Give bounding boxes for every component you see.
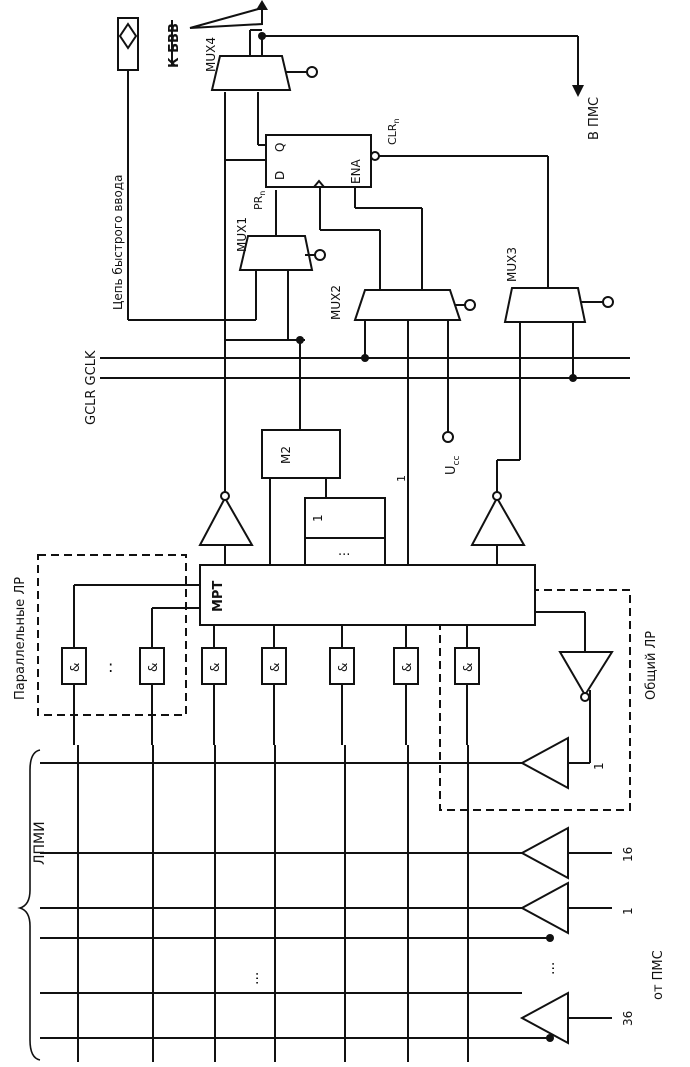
- mux4-label: MUX4: [204, 37, 218, 72]
- one-block-label: 1: [311, 514, 325, 522]
- ellipsis-label: ...: [338, 544, 350, 559]
- middle-logic: M2 1 ... 1: [198, 160, 526, 566]
- and-symbol-3: &: [208, 663, 222, 672]
- and-symbol-2: &: [146, 663, 160, 672]
- lpmi-bus: [17, 745, 469, 1062]
- ellipsis-block: [304, 537, 386, 566]
- right-buffer: [470, 495, 526, 546]
- and-symbol-6: &: [400, 663, 414, 672]
- input-num-36: 36: [621, 1011, 635, 1026]
- common-lr-buffer: [558, 651, 614, 697]
- gclr-gclk-label: GCLR GCLK: [84, 350, 99, 425]
- buffer-common: [519, 736, 569, 790]
- flip-flop-body: [265, 134, 372, 188]
- parallel-lr-box: [37, 554, 187, 716]
- pin-d: D: [273, 171, 287, 180]
- buffer-36: [519, 991, 569, 1045]
- mux1-label: MUX1: [235, 217, 249, 252]
- input-buffers: [519, 690, 612, 1045]
- mid-one-label: 1: [395, 475, 408, 482]
- left-buffer: [198, 495, 254, 546]
- pr-label: PRn: [252, 191, 267, 210]
- and-symbol-1: &: [68, 663, 82, 672]
- mux2: MUX2 Ucc: [329, 285, 476, 475]
- parallel-lr-label: Параллельные ЛР: [13, 577, 28, 700]
- mux4: MUX4 В ПМС: [204, 29, 602, 160]
- global-lines: GCLR GCLK: [84, 320, 630, 425]
- and-gates: & & & & & & & :: [61, 584, 480, 745]
- pin-q: Q: [273, 143, 287, 152]
- and-dots: :: [108, 657, 113, 676]
- mux3-label: MUX3: [505, 247, 519, 282]
- bus-dots-left: ...: [246, 972, 262, 985]
- mux2-label: MUX2: [329, 285, 343, 320]
- buffer-16: [519, 826, 569, 880]
- and-symbol-5: &: [336, 663, 350, 672]
- and-symbol-7: &: [461, 663, 475, 672]
- mpt-block: [199, 564, 536, 626]
- common-lr-label: Общий ЛР: [644, 631, 659, 700]
- one-block: [304, 497, 386, 539]
- clr-label: CLRn: [386, 118, 401, 145]
- lpmi-label: ЛПМИ: [32, 821, 48, 865]
- from-pms-label: от ПМС: [651, 950, 666, 1000]
- fast-input-chain: Цепь быстрого ввода: [111, 17, 139, 320]
- bus-dots-right: ...: [542, 962, 558, 975]
- fast-input-label: Цепь быстрого ввода: [111, 175, 125, 310]
- mux1: MUX1: [128, 190, 326, 344]
- input-num-1: 1: [621, 907, 635, 915]
- input-num-common: 1: [592, 762, 606, 770]
- ucc-label: Ucc: [444, 456, 462, 475]
- k-bvv-label: К БВВ: [167, 23, 182, 68]
- mpt-label: MPT: [211, 581, 226, 612]
- flip-flop: D Q ENA PRn CLRn: [225, 92, 549, 292]
- and-symbol-4: &: [268, 663, 282, 672]
- output-buffer: К БВВ: [167, 0, 268, 68]
- m2-block: [261, 429, 341, 479]
- m2-label: M2: [279, 446, 293, 464]
- buffer-1: [519, 881, 569, 935]
- input-num-16: 16: [621, 847, 635, 862]
- pms-input-rows: [40, 762, 554, 1042]
- mux3: MUX3: [503, 247, 614, 323]
- pin-ena: ENA: [349, 158, 363, 184]
- v-pms-label: В ПМС: [587, 97, 602, 140]
